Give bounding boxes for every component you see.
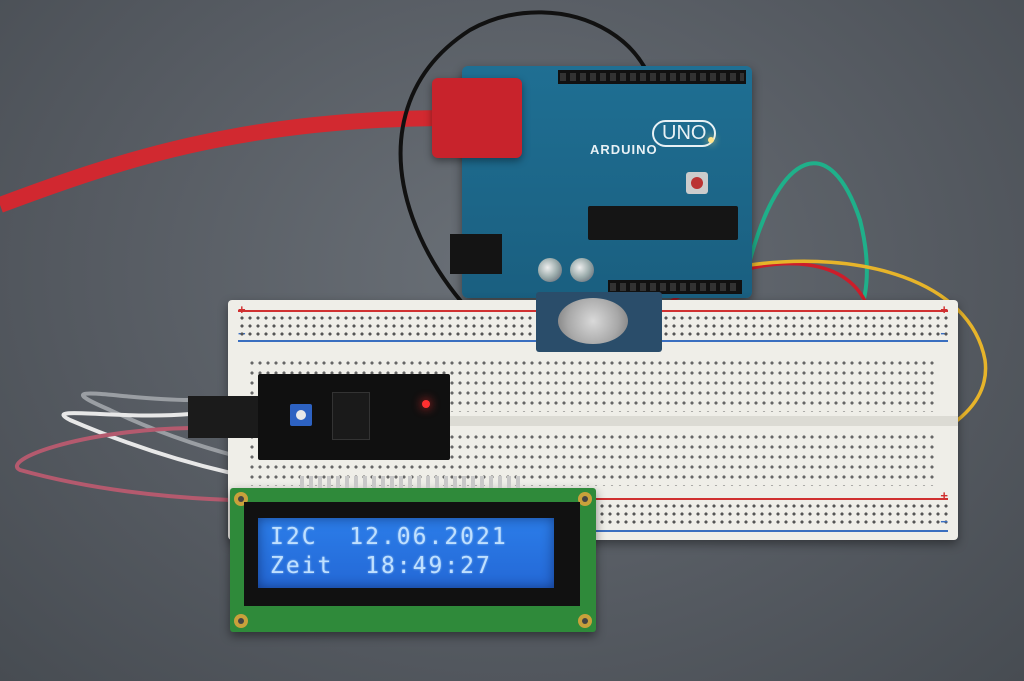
lcd-screen: I2C 12.06.2021 Zeit 18:49:27 xyxy=(258,518,554,588)
lcd-row2-left: Zeit xyxy=(270,553,334,579)
atmega-chip xyxy=(588,206,738,240)
arduino-uno-board: UNO ARDUINO xyxy=(432,66,752,298)
lcd-row-1: I2C 12.06.2021 xyxy=(270,524,508,550)
pcf8574-chip xyxy=(332,392,370,440)
center-channel xyxy=(228,416,958,426)
lcd-bezel: I2C 12.06.2021 Zeit 18:49:27 xyxy=(244,502,580,606)
mounting-hole xyxy=(578,614,592,628)
capacitor xyxy=(538,258,562,282)
reset-button xyxy=(686,172,708,194)
lcd-row1-left: I2C xyxy=(270,524,318,550)
mounting-hole xyxy=(578,492,592,506)
lcd-pin-header xyxy=(300,476,520,488)
usb-plug xyxy=(432,78,522,158)
coin-cell-battery xyxy=(558,298,628,344)
mounting-hole xyxy=(234,614,248,628)
i2c-power-led xyxy=(422,400,430,408)
lcd-time: 18:49:27 xyxy=(365,553,492,579)
lcd-module: I2C 12.06.2021 Zeit 18:49:27 xyxy=(230,476,596,632)
lcd-row-2: Zeit 18:49:27 xyxy=(270,553,492,579)
usb-cable xyxy=(0,110,441,213)
rtc-module xyxy=(536,292,662,352)
power-led xyxy=(708,137,714,143)
contrast-potentiometer xyxy=(290,404,312,426)
lcd-date: 12.06.2021 xyxy=(349,524,508,550)
power-jack xyxy=(450,234,502,274)
analog-header xyxy=(608,280,742,294)
digital-header xyxy=(558,70,746,84)
uno-label: UNO xyxy=(652,120,717,147)
arduino-brand-label: ARDUINO xyxy=(590,142,658,157)
capacitor xyxy=(570,258,594,282)
i2c-backpack xyxy=(258,374,450,460)
i2c-pin-header xyxy=(188,396,260,438)
